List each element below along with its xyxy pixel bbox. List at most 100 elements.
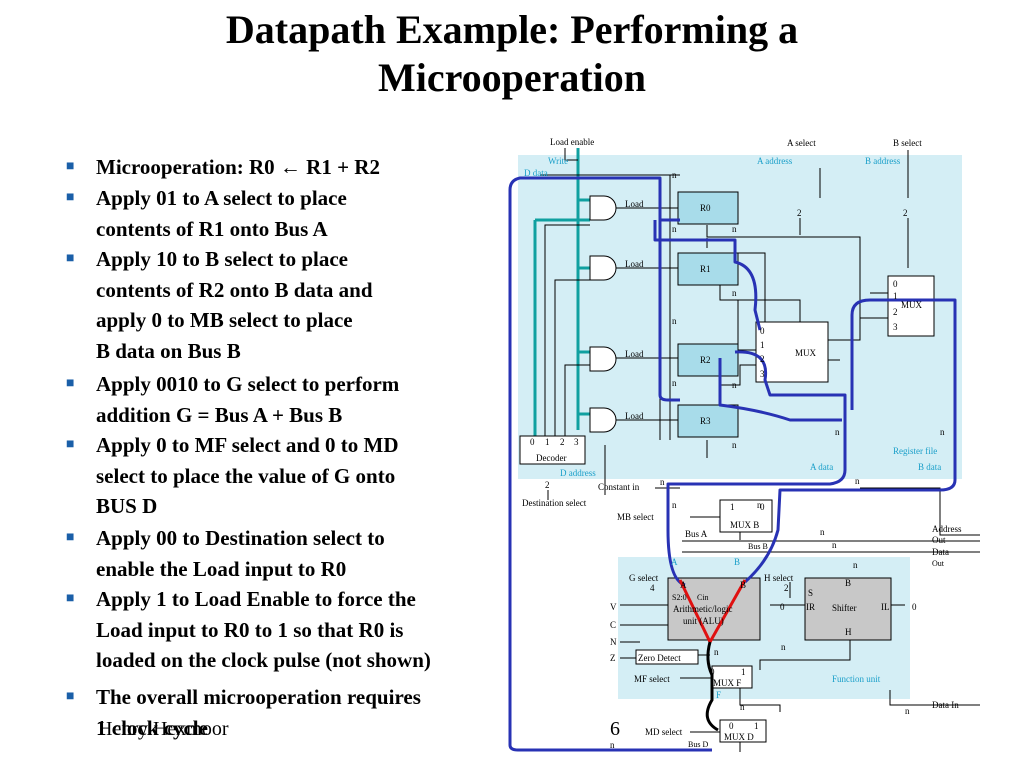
bullet-line: Apply 00 to Destination select to [96,526,385,550]
bullet-marker-icon: ■ [66,591,75,606]
register-file-label: Register file [893,446,937,456]
f-label: F [716,690,721,700]
register-r3 [677,404,739,438]
control-lines [533,148,590,440]
register-r1 [677,252,739,286]
address-out-label: Address [932,524,962,534]
bus-d-label: Bus D [688,740,708,749]
bus-width-label: n [672,170,677,180]
a-select-label: A select [787,138,816,148]
mux-b-box [719,499,773,533]
shifter-ir-input: 0 [780,602,785,612]
data-out-label: Data [932,547,949,557]
bullet-line: Apply 0 to MF select and 0 to MD [96,433,399,457]
b-select-label: B select [893,138,922,148]
bullet-marker-icon: ■ [66,689,75,704]
register-r3-label: R3 [700,416,711,426]
alu-output-path [705,641,719,732]
decoder-input-label: 1 [545,437,550,447]
bullet-line: Apply 0010 to G select to perform [96,372,400,396]
bus-a-label: Bus A [685,529,708,539]
mux-d-input-1: 1 [754,721,759,731]
title-line-2: Microoperation [377,55,647,100]
alu-label: unit (ALU) [683,616,724,626]
data-in-label: Data In [932,700,959,710]
bus-width-label: n [672,316,677,326]
bullet-line: Load input to R0 to 1 so that R0 is [96,617,404,642]
mux-input-label: 3 [760,369,765,379]
bullet-line: apply 0 to MB select to place [96,308,353,332]
bus-width-label: n [940,427,945,437]
bus-width-label: n [855,476,860,486]
title-line-1: Datapath Example: Performing a [225,7,799,52]
footer-author: Henry Hexmoor [98,718,229,740]
flag-z-label: Z [610,653,616,663]
zero-detect-label: Zero Detect [638,653,681,663]
bullet-marker-icon: ■ [66,251,75,266]
bullet-line: enable the Load input to R0 [96,556,347,581]
mux-input-label: 0 [760,326,765,336]
bullet-marker-icon: ■ [66,159,75,174]
flag-n-label: N [610,637,617,647]
h-select-label: H select [764,573,794,583]
shifter-il-input: 0 [912,602,917,612]
bus-width-label: n [740,702,745,712]
a-address-width-label: 2 [797,208,802,218]
il-label: IL [881,602,890,612]
a-data-label: A data [810,462,833,472]
mux-label: MUX [901,300,923,310]
bus-b-label: Bus B [748,542,768,551]
bus-width-label: n [732,380,737,390]
bus-width-label: n [853,560,858,570]
mux-d-input-0: 0 [729,721,734,731]
shifter-b-label: B [845,578,851,588]
flag-v-label: V [610,602,617,612]
register-r2 [677,343,739,377]
address-out-label: Out [932,535,946,545]
register-r2-label: R2 [700,355,711,365]
load-label: Load [625,411,644,421]
data-out-label: Out [932,559,945,568]
mb-select-label: MB select [617,512,654,522]
load-label: Load [625,349,644,359]
bullet-line: Microoperation: R0 ← R1 + R2 [96,155,380,179]
mux-a-box [755,321,829,383]
and-gate-icon [589,407,617,433]
shifter-label: Shifter [832,603,857,613]
mux-input-label: 1 [760,340,765,350]
bullet-line: contents of R1 onto Bus A [96,216,328,241]
wiring [540,148,980,752]
mux-input-label: 1 [893,291,898,301]
bus-width-label: n [672,378,677,388]
write-label: Write [548,156,568,166]
g-select-label: G select [629,573,659,583]
mux-d-box [719,719,767,743]
mux-b-label: MUX B [730,520,759,530]
mux-input-label: 2 [893,307,898,317]
mf-select-label: MF select [634,674,670,684]
bus-width-label: n [714,647,719,657]
load-enable-label: Load enable [550,137,594,147]
mux-d-label: MUX D [724,732,754,742]
decoder-label: Decoder [536,453,566,463]
zero-detect-box [635,649,699,665]
h-select-width-label: 2 [784,583,789,593]
bus-width-label: n [732,288,737,298]
mux-input-label: 3 [893,322,898,332]
mux-b-register-box [887,275,935,337]
bullet-line: select to place the value of G onto [96,463,396,488]
bus-width-label: n [781,642,786,652]
shifter-h-label: H [845,627,852,637]
bullet-line: addition G = Bus A + Bus B [96,402,343,427]
b-address-width-label: 2 [903,208,908,218]
bullet-line: loaded on the clock pulse (not shown) [96,648,431,672]
bullet-marker-icon: ■ [66,530,75,545]
bullet-line: Apply 10 to B select to place [96,247,348,271]
register-r0 [677,191,739,225]
decoder-box [519,435,586,465]
bullet-marker-icon: ■ [66,376,75,391]
s20-label: S2:0 [672,593,687,602]
